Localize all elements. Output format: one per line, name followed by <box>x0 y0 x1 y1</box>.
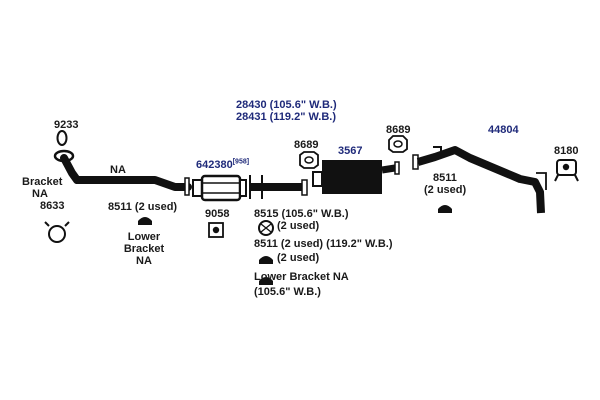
label-lower-line3: NA <box>136 255 152 267</box>
label-642380-ref: [958] <box>232 158 250 166</box>
label-9233: 9233 <box>54 119 79 131</box>
label-3567: 3567 <box>338 145 363 157</box>
hanger-8511-right <box>438 205 452 213</box>
gasket-8689-left <box>299 151 319 169</box>
label-8689-left: 8689 <box>294 139 319 151</box>
label-bracket-na-line1: Bracket <box>22 176 63 188</box>
label-lower-line2: Bracket <box>123 243 165 255</box>
clamp-8633 <box>44 221 70 243</box>
tailpipe-44804 <box>412 146 547 214</box>
gasket-9058 <box>208 222 224 238</box>
front-pipe <box>60 154 192 191</box>
lower-bracket-icon <box>259 277 273 285</box>
label-8511-mid-line2: (2 used) <box>277 252 320 264</box>
label-28430: 28430 (105.6" W.B.) <box>236 99 337 111</box>
label-8515-line2: (2 used) <box>277 220 320 232</box>
label-8633: 8633 <box>40 200 65 212</box>
label-44804: 44804 <box>488 124 519 136</box>
label-8511-left: 8511 (2 used) <box>108 201 178 213</box>
label-8689-right: 8689 <box>386 124 411 136</box>
label-8180: 8180 <box>554 145 579 157</box>
label-lower-line1: Lower <box>127 231 161 243</box>
gasket-8689-right <box>388 135 408 153</box>
label-8511-right-line2: (2 used) <box>424 184 467 196</box>
label-lower-bracket-wb-line2: (105.6" W.B.) <box>254 286 321 298</box>
label-9058: 9058 <box>205 208 230 220</box>
label-642380-number: 642380 <box>196 159 233 171</box>
muffler-3567 <box>312 160 400 194</box>
label-8511-mid-line1: 8511 (2 used) (119.2" W.B.) <box>254 238 393 250</box>
label-lower-bracket-wb-line1: Lower Bracket NA <box>254 271 349 283</box>
hanger-8511-left <box>138 217 152 225</box>
label-8511-right-line1: 8511 <box>433 172 457 184</box>
catalytic-converter-642380 <box>192 174 247 202</box>
label-front-pipe-na: NA <box>110 164 126 176</box>
gasket-8515 <box>258 220 274 236</box>
hanger-8180 <box>554 159 579 182</box>
label-28431: 28431 (119.2" W.B.) <box>236 111 336 123</box>
label-8515-line1: 8515 (105.6" W.B.) <box>254 208 349 220</box>
label-bracket-na-line2: NA <box>32 188 48 200</box>
hanger-8511-mid <box>259 256 273 264</box>
gasket-9233 <box>56 130 68 146</box>
intermediate-pipe-28430 <box>249 175 308 199</box>
label-642380: 642380[958] <box>196 158 250 172</box>
front-pipe-clamp-ring <box>184 177 190 196</box>
